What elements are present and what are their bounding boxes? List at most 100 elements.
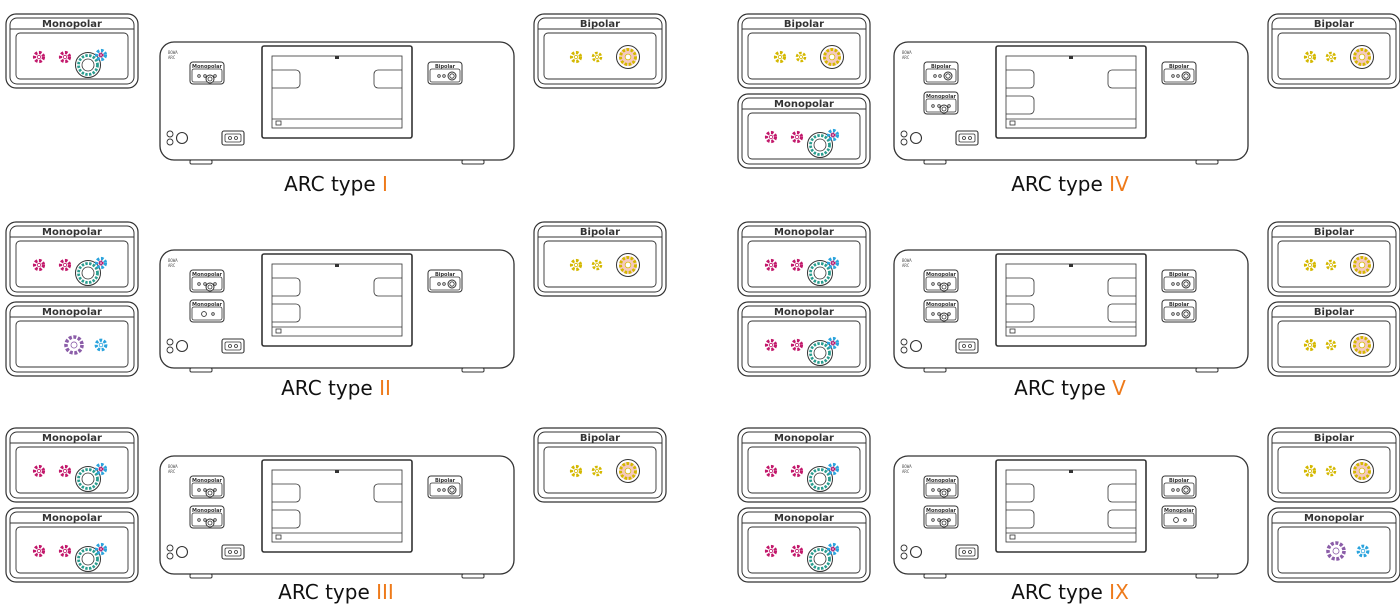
neutral-socket [94, 542, 108, 556]
device-module: Bipolar [427, 475, 463, 499]
panel-title: Monopolar [42, 513, 102, 524]
device-screen [995, 45, 1147, 139]
device-module: Monopolar [189, 505, 225, 529]
caption-prefix: ARC type [281, 376, 379, 400]
bipolar-large-socket [619, 462, 637, 480]
device-foot [461, 159, 485, 165]
bipolar-panel: Bipolar [533, 221, 667, 297]
panel-title: Bipolar [1314, 19, 1354, 30]
screen-tab [272, 69, 301, 89]
power-button [909, 131, 923, 145]
screen-tab [1006, 69, 1035, 89]
module-title: Monopolar [926, 302, 957, 308]
bipolar-panel: Bipolar [1267, 13, 1400, 89]
bipolar-large-socket [1353, 336, 1371, 354]
panel-outer [5, 221, 139, 297]
monopolar-panel: Monopolar [737, 93, 871, 169]
screen-tab [1006, 95, 1035, 115]
panel-outer [737, 427, 871, 503]
bipolar-socket [1325, 51, 1337, 63]
large-socket [809, 548, 831, 570]
caption-prefix: ARC type [1011, 172, 1109, 196]
monopolar-panel: Monopolar [737, 427, 871, 503]
panel-outer [5, 507, 139, 583]
monopolar-panel: Monopolar [5, 301, 139, 377]
neutral-socket [826, 128, 840, 142]
large-socket [77, 468, 99, 490]
footswitch-connector [221, 338, 245, 354]
panel-outer [5, 13, 139, 89]
bipolar-panel: Bipolar [533, 13, 667, 89]
device-module: Bipolar [1161, 269, 1197, 293]
bipolar-large-socket [1353, 48, 1371, 66]
panel-inner [9, 305, 135, 373]
panel-outer [1267, 221, 1400, 297]
device-screen [261, 45, 413, 139]
brand-logo: BOWA [168, 464, 178, 469]
device-foot [923, 367, 947, 373]
bipolar-socket [773, 50, 787, 64]
caption-2: ARC type III [278, 580, 394, 604]
screen-tab [1006, 483, 1035, 503]
monopolar-panel: Monopolar [737, 221, 871, 297]
monopolar-panel: Monopolar [5, 13, 139, 89]
panel-outer [737, 301, 871, 377]
brand-logo: BOWA [902, 50, 912, 55]
device-screen [261, 459, 413, 553]
monopolar-socket [764, 258, 778, 272]
monopolar-panel: Monopolar [737, 301, 871, 377]
panel-title: Monopolar [774, 513, 834, 524]
panel-inner [537, 225, 663, 293]
module-title: Monopolar [192, 64, 223, 70]
module-title: Monopolar [1164, 508, 1195, 514]
large-socket [77, 54, 99, 76]
monopolar-panel: Monopolar [5, 507, 139, 583]
device-module: Monopolar [1161, 505, 1197, 529]
device-module: Monopolar [923, 299, 959, 323]
panel-title: Bipolar [580, 433, 620, 444]
neutral-core [98, 466, 104, 472]
brand-model: ARC [168, 263, 176, 268]
caption-4: ARC type V [1014, 376, 1126, 400]
brand-logo: BOWA [168, 50, 178, 55]
caption-prefix: ARC type [1011, 580, 1109, 604]
panel-inner [741, 97, 867, 165]
power-button [909, 545, 923, 559]
neutral-core [830, 340, 836, 346]
screen-tab [1006, 303, 1035, 323]
neutral-socket [94, 462, 108, 476]
panel-inner [741, 225, 867, 293]
panel-outer [5, 427, 139, 503]
neutral-socket [94, 48, 108, 62]
device-screen [995, 253, 1147, 347]
panel-inner [9, 225, 135, 293]
large-socket [77, 548, 99, 570]
module-title: Bipolar [1169, 64, 1190, 70]
caption-roman: III [376, 580, 394, 604]
purple-socket [1326, 541, 1346, 561]
caption-5: ARC type IX [1011, 580, 1129, 604]
panel-title: Bipolar [1314, 227, 1354, 238]
screen-icon [1009, 534, 1016, 540]
power-button [175, 131, 189, 145]
brand-logo: BOWA [902, 258, 912, 263]
brand-logo: BOWA [902, 464, 912, 469]
bipolar-socket [795, 51, 807, 63]
caption-prefix: ARC type [278, 580, 376, 604]
neutral-socket [826, 542, 840, 556]
bipolar-socket [1303, 258, 1317, 272]
module-title: Bipolar [435, 272, 456, 278]
bipolar-socket [591, 51, 603, 63]
purple-socket [64, 335, 84, 355]
neutral-socket [1356, 544, 1370, 558]
module-title: Bipolar [931, 64, 952, 70]
panel-outer [533, 221, 667, 297]
monopolar-socket [32, 464, 46, 478]
large-socket [77, 262, 99, 284]
panel-inner [9, 511, 135, 579]
device-foot [461, 573, 485, 579]
